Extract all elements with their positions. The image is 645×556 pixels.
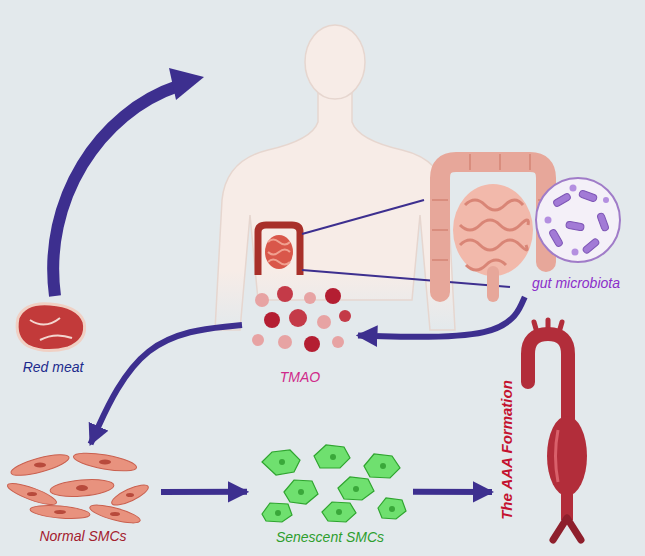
normal-smc-cells: [6, 450, 151, 527]
bacterium: [578, 190, 597, 203]
node-label: Red meat: [23, 359, 84, 376]
senescent-nuclei: [275, 454, 395, 516]
molecule: [255, 293, 269, 307]
aneurysm-highlight: [556, 430, 559, 482]
intake-arrow-shaft: [53, 86, 178, 296]
human-head: [305, 25, 365, 99]
nucleus: [389, 506, 395, 512]
iliac-arteries: [553, 518, 581, 540]
smc-cell: [72, 450, 137, 475]
smc-cell: [30, 503, 91, 520]
molecule: [277, 286, 293, 302]
nucleus: [110, 512, 120, 516]
smc-cell: [88, 501, 141, 526]
senescent-cell: [338, 477, 374, 500]
coccus: [572, 249, 579, 256]
node-label: Normal SMCs: [39, 528, 126, 545]
node-label: gut microbiota: [532, 275, 620, 292]
molecule: [289, 309, 307, 327]
molecule: [339, 310, 351, 322]
smc-cell: [109, 481, 150, 509]
cell-state-node: Normal SMCs: [8, 447, 158, 547]
intestine-folds: [268, 240, 290, 265]
bacterium: [582, 238, 600, 255]
smc-cell: [6, 479, 59, 508]
flow-arrow: [413, 489, 492, 495]
intestine-coil: [265, 235, 293, 269]
coccus: [603, 197, 609, 203]
nucleus: [279, 459, 285, 465]
microbiota-zoom: [536, 178, 620, 262]
molecule: [325, 288, 341, 304]
nucleus: [99, 460, 111, 465]
bacterium: [597, 212, 610, 231]
steak-body: [17, 304, 85, 351]
bacterium: [552, 192, 571, 207]
senescent-cell: [378, 498, 406, 519]
molecule: [304, 336, 320, 352]
coccus: [545, 217, 552, 224]
nucleus: [298, 489, 304, 495]
senescent-cell: [322, 502, 356, 522]
molecule: [317, 315, 331, 329]
flow-arrow: [91, 325, 243, 444]
intestine-folds: [460, 200, 528, 270]
nucleus: [54, 510, 66, 514]
node-label: Senescent SMCs: [276, 529, 384, 546]
nucleus: [353, 486, 359, 492]
human-body: [215, 92, 455, 330]
human-figure: [215, 25, 455, 330]
aorta: [528, 320, 587, 540]
senescent-smc-cells: [262, 445, 406, 522]
nucleus: [76, 485, 88, 491]
smc-nuclei: [27, 460, 134, 517]
tmao-molecules: [252, 286, 351, 352]
nucleus: [336, 509, 342, 515]
senescent-cell: [262, 450, 300, 475]
abdomen-intestine-icon: [258, 225, 300, 275]
nucleus: [330, 454, 336, 460]
colon-frame: [258, 225, 300, 275]
small-intestine: [453, 184, 533, 276]
nucleus: [27, 492, 37, 496]
senescent-cell: [364, 454, 400, 478]
molecule: [278, 335, 292, 349]
bacterium: [566, 221, 585, 231]
molecule: [304, 292, 316, 304]
cell-state-node: Senescent SMCs: [250, 440, 410, 548]
aneurysm: [547, 416, 587, 496]
intake-arrow-head: [169, 68, 204, 100]
nucleus: [126, 493, 134, 497]
flow-arrow: [358, 297, 525, 337]
nucleus: [380, 463, 386, 469]
outcome-node: The AAA Formation: [495, 318, 595, 546]
node-label: TMAO: [280, 369, 320, 386]
nucleus: [34, 463, 46, 468]
flow-arrow: [161, 489, 247, 495]
coccus: [570, 185, 577, 192]
molecule: [252, 334, 264, 346]
steak: [17, 304, 85, 351]
bacterium: [548, 228, 563, 247]
senescent-cell: [284, 480, 318, 504]
rectum: [487, 272, 499, 296]
senescent-cell: [314, 445, 350, 468]
colon-haustra: [432, 154, 554, 260]
microbiota-node: gut microbiota: [515, 172, 637, 294]
smc-cell: [9, 450, 71, 479]
molecule: [332, 336, 344, 348]
steak-fat: [30, 318, 72, 340]
senescent-cell: [262, 503, 292, 522]
smc-cell: [49, 477, 114, 499]
food-item: Red meat: [8, 300, 98, 378]
nucleus: [275, 510, 281, 516]
intake-arrow: [53, 68, 204, 296]
molecule: [264, 312, 280, 328]
zoom-circle: [536, 178, 620, 262]
aortic-arch: [528, 334, 568, 420]
node-label: The AAA Formation: [498, 380, 516, 520]
metabolite-node: TMAO: [245, 283, 355, 388]
zoom-line: [302, 200, 424, 234]
